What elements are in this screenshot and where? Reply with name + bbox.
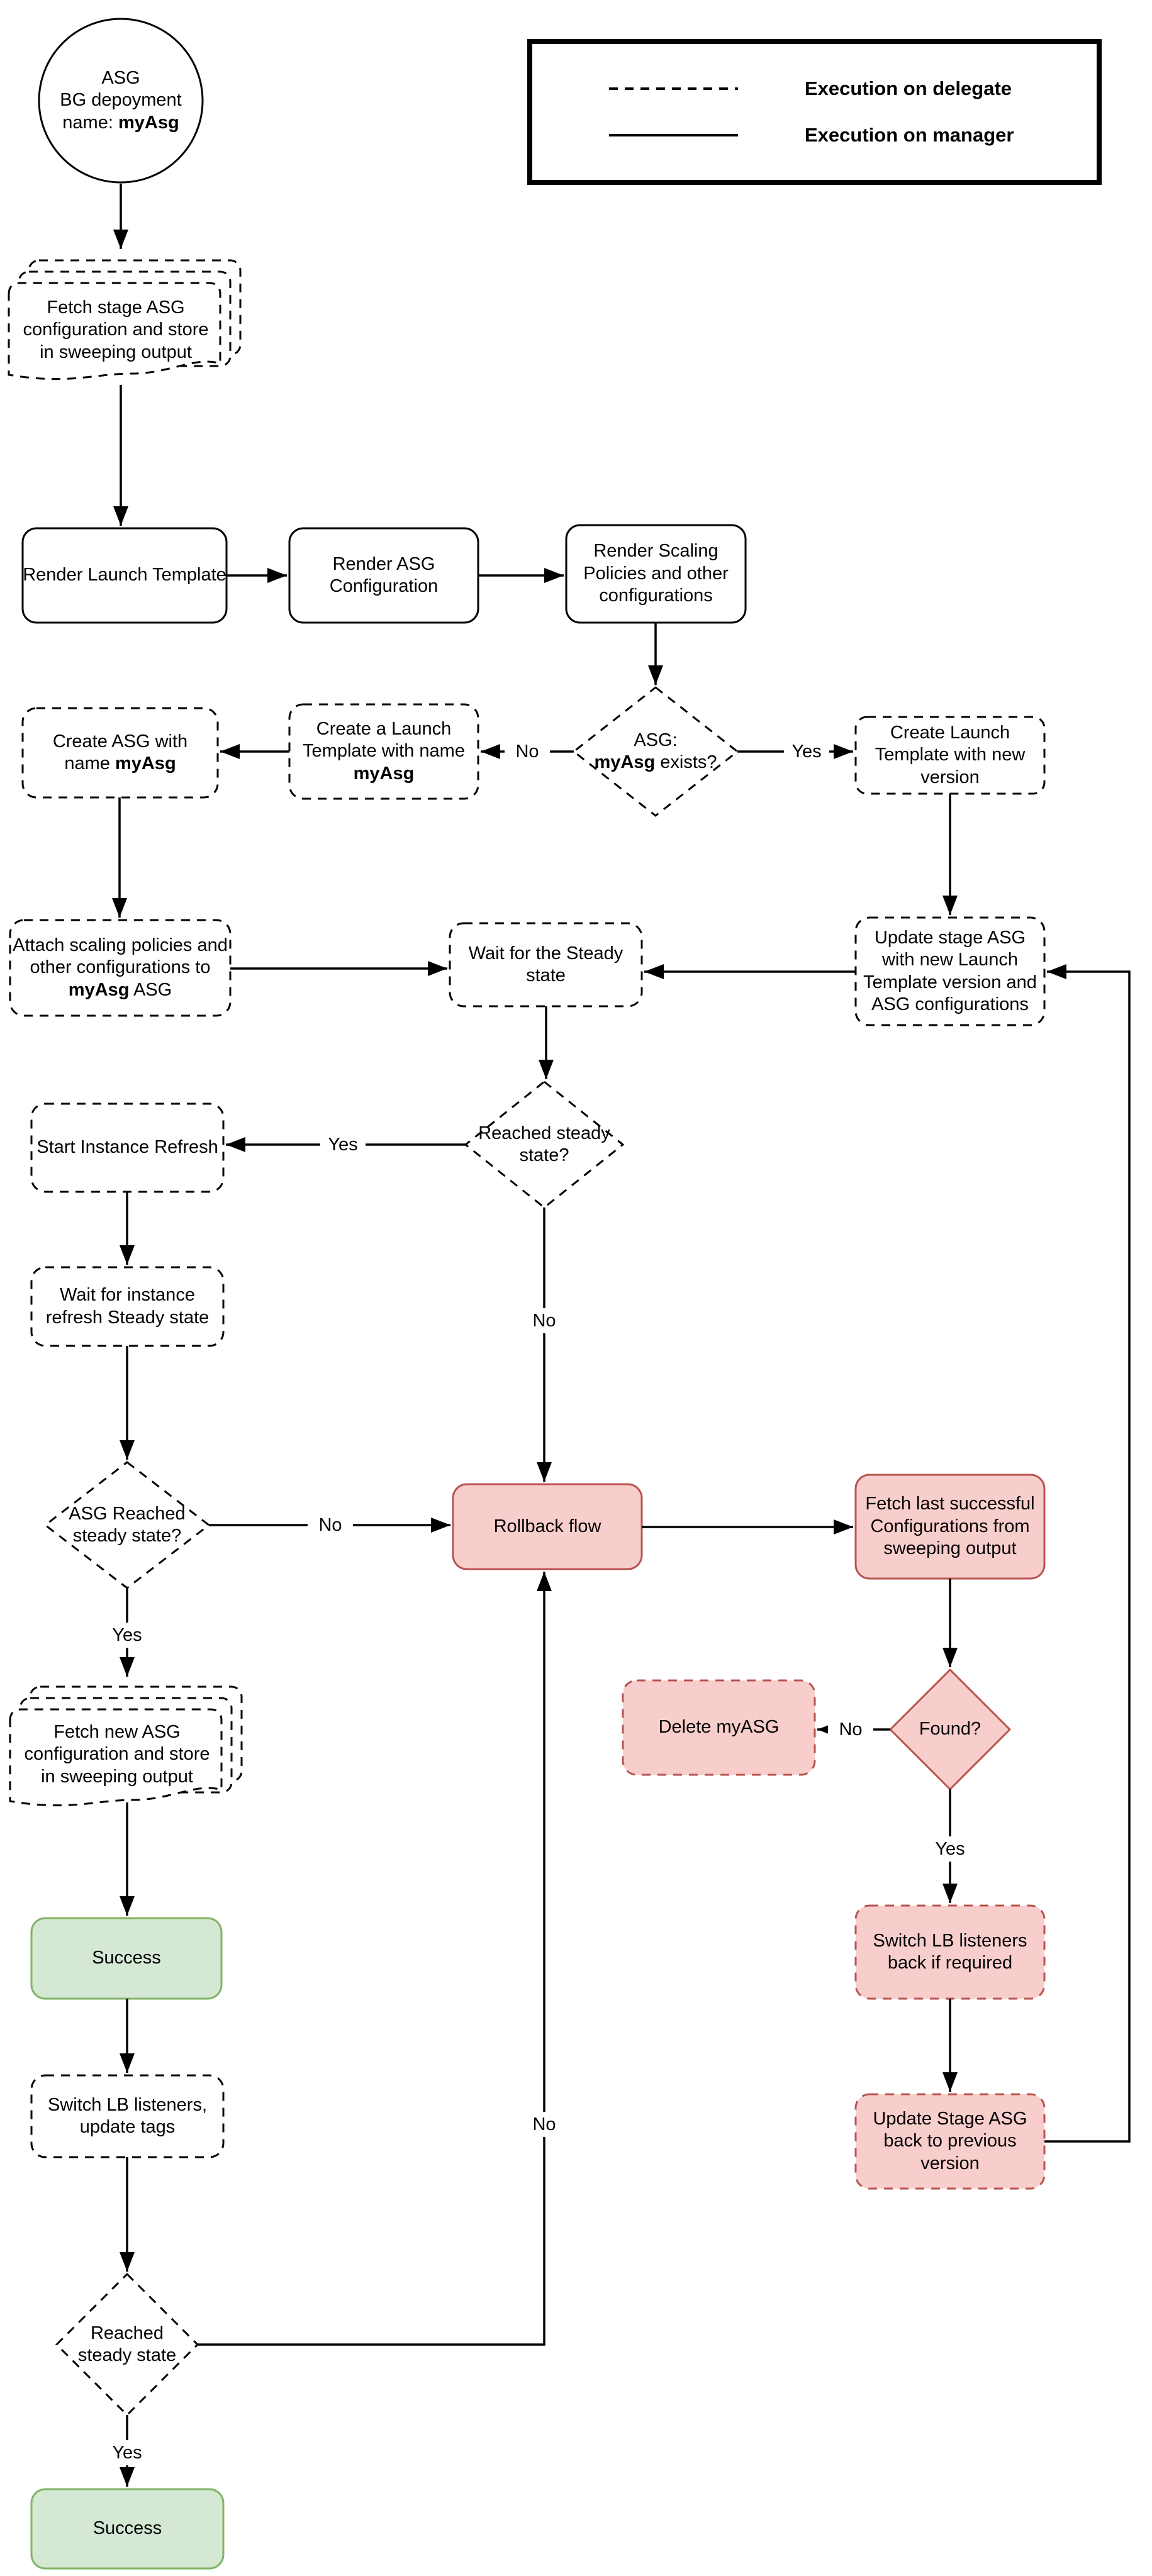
edge-label-reached-steady-yes: Yes — [320, 1132, 366, 1157]
fetch-new-label: Fetch new ASG configuration and store in… — [24, 1721, 210, 1787]
create-asg-label: Create ASG with name myAsg — [52, 731, 188, 774]
solid-line-sample — [609, 134, 738, 136]
reached-steady-label: Reached steady state? — [478, 1123, 610, 1165]
fetch-new-doc-shape — [9, 1685, 243, 1807]
edge-label-found-yes: Yes — [927, 1836, 973, 1862]
edge-label-asg-reached-yes: Yes — [104, 1623, 150, 1648]
edge-label-asg-reached-no: No — [308, 1513, 353, 1538]
dashed-line-sample — [609, 87, 738, 90]
asg-exists-diamond-shape — [572, 686, 739, 817]
legend-manager-label: Execution on manager — [805, 124, 1014, 146]
update-stage-label: Update stage ASG with new Launch Templat… — [863, 927, 1037, 1014]
update-stage-back-shape — [854, 2093, 1046, 2190]
legend: Execution on delegate Execution on manag… — [527, 39, 1102, 185]
create-launch-myasg-shape — [288, 703, 479, 800]
legend-delegate-label: Execution on delegate — [805, 77, 1012, 99]
start-node-label: ASG BG depoyment name: myAsg — [60, 67, 182, 133]
legend-row-delegate: Execution on delegate — [532, 76, 1097, 101]
edge-label-final-no: No — [522, 2112, 567, 2137]
attach-scaling-label: Attach scaling policies and other config… — [13, 935, 228, 1000]
fetch-stage-doc-shape — [8, 259, 242, 380]
asg-reached-label: ASG Reached steady state? — [69, 1503, 186, 1546]
render-scaling-label: Render Scaling Policies and other config… — [583, 541, 729, 606]
success-mid-label: Success — [92, 1948, 161, 1968]
reached-steady-diamond-shape — [464, 1080, 625, 1209]
create-launch-new-label: Create Launch Template with new version — [875, 722, 1026, 787]
fetch-last-label: Fetch last successful Configurations fro… — [865, 1494, 1035, 1559]
asg-exists-label: ASG: myAsg exists? — [594, 730, 717, 772]
switch-lb-shape — [30, 2074, 225, 2158]
wait-instance-refresh-label: Wait for instance refresh Steady state — [45, 1285, 210, 1328]
attach-scaling-shape — [9, 919, 232, 1017]
rollback-label: Rollback flow — [493, 1516, 601, 1536]
final-diamond-shape — [55, 2272, 199, 2417]
switch-lb-label: Switch LB listeners, update tags — [47, 2094, 208, 2137]
edge-label-asg-exists-no: No — [505, 739, 550, 764]
wait-steady-label: Wait for the Steady state — [468, 943, 624, 985]
legend-row-manager: Execution on manager — [532, 123, 1097, 148]
success-final-shape — [30, 2488, 225, 2570]
switch-lb-back-label: Switch LB listeners back if required — [873, 1930, 1027, 1973]
edge-label-asg-exists-yes: Yes — [784, 739, 829, 764]
create-launch-myasg-label: Create a Launch Template with name myAsg — [303, 718, 465, 784]
start-instance-refresh-label: Start Instance Refresh — [36, 1137, 218, 1158]
wait-steady-shape — [449, 922, 643, 1008]
edge-label-found-no: No — [828, 1717, 873, 1742]
edge-label-reached-steady-no: No — [522, 1308, 567, 1333]
edge-label-final-yes: Yes — [104, 2440, 150, 2465]
start-circle-shape — [38, 18, 204, 184]
delete-myasg-label: Delete myASG — [658, 1717, 780, 1738]
success-final-label: Success — [92, 2518, 162, 2539]
found-label: Found? — [919, 1719, 981, 1740]
update-stage-back-label: Update Stage ASG back to previous versio… — [873, 2108, 1027, 2174]
edge-final-no-to-rollback — [198, 1572, 552, 2346]
create-asg-shape — [21, 707, 219, 799]
final-diamond-label: Reached steady state — [77, 2323, 177, 2365]
wait-instance-refresh-shape — [30, 1266, 225, 1347]
edge-update-back-to-update-stage — [1044, 964, 1131, 2143]
fetch-stage-label: Fetch stage ASG configuration and store … — [23, 297, 209, 362]
render-asg-config-label: Render ASG Configuration — [329, 553, 439, 596]
delete-myasg-shape — [622, 1679, 816, 1776]
render-launch-label: Render Launch Template — [23, 565, 226, 586]
